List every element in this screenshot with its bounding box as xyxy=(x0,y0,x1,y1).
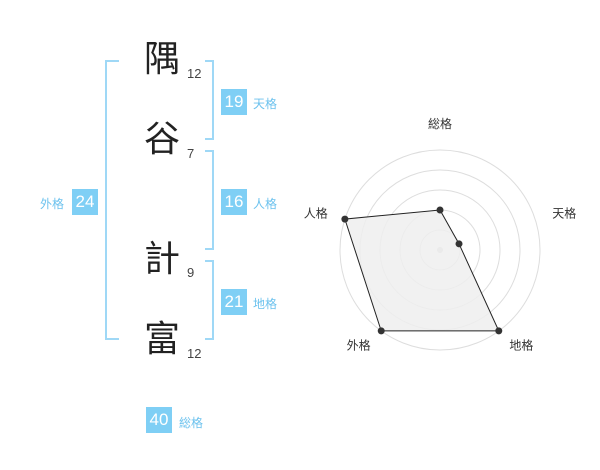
stroke-count-1: 12 xyxy=(187,66,202,81)
radar-data-polygon xyxy=(344,209,500,332)
chikaku-badge: 21 xyxy=(221,289,247,315)
stroke-count-2: 7 xyxy=(187,146,195,161)
name-char-4: 富 xyxy=(143,319,180,360)
radar-point-2 xyxy=(455,240,463,248)
radar-axis-label-1: 総格 xyxy=(428,116,452,131)
name-char-3: 計 xyxy=(143,239,180,280)
gaikaku-badge: 24 xyxy=(72,189,98,215)
radar-axis-label-3: 地格 xyxy=(509,337,533,352)
radar-axis-label-4: 外格 xyxy=(347,337,371,352)
radar-axis-label-5: 人格 xyxy=(304,206,328,221)
stroke-count-3: 9 xyxy=(187,265,195,280)
tenkaku-badge: 19 xyxy=(221,89,247,115)
name-char-2: 谷 xyxy=(143,119,180,160)
radar-point-1 xyxy=(436,206,444,214)
soukaku-badge: 40 xyxy=(146,407,172,433)
radar-axis-label-2: 天格 xyxy=(552,206,576,221)
tenkaku-label: 天格 xyxy=(253,97,278,111)
radar-point-5 xyxy=(341,215,349,223)
jinkaku-badge: 16 xyxy=(221,189,247,215)
jinkaku-label: 人格 xyxy=(253,197,278,211)
stroke-count-4: 12 xyxy=(187,346,202,361)
radar-point-3 xyxy=(495,327,503,335)
name-char-1: 隅 xyxy=(143,39,180,80)
gaikaku-label: 外格 xyxy=(40,197,65,211)
radar-point-4 xyxy=(377,327,385,335)
radar-grid-ring xyxy=(339,149,541,351)
chikaku-label: 地格 xyxy=(253,297,278,311)
soukaku-label: 総格 xyxy=(179,416,204,430)
